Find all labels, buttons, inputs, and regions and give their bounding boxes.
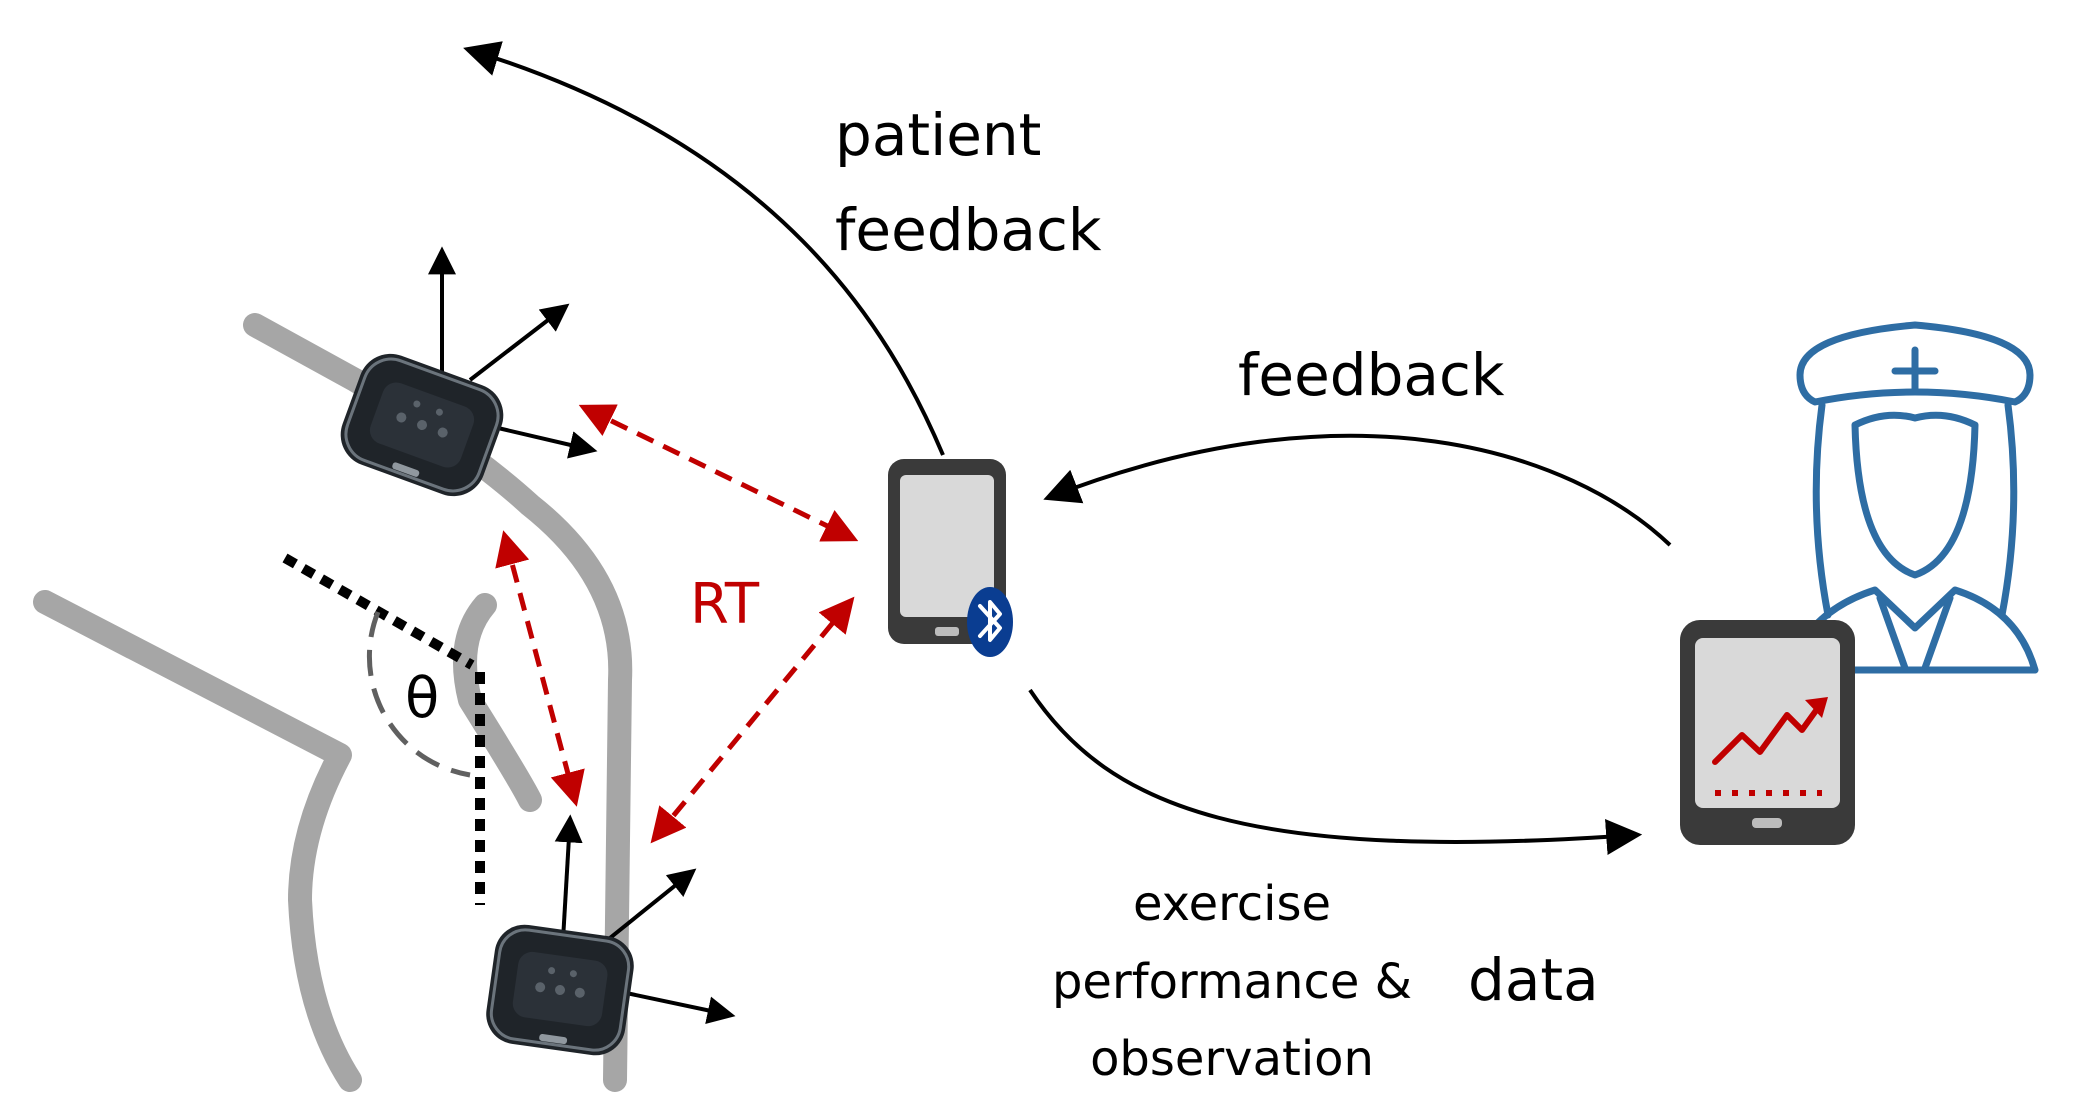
angle-line-forearm [282, 553, 475, 670]
data-label: data [1468, 946, 1599, 1014]
nurse-face [1851, 411, 1979, 579]
patient-feedback-arrow [463, 41, 945, 456]
upper-arm-inner [453, 593, 542, 812]
bluetooth-icon [967, 587, 1013, 657]
rt-link-upper-phone [578, 404, 859, 542]
forearm-top [33, 590, 362, 1092]
imu-sensor-icon [340, 353, 504, 497]
nurse-hair-left [1812, 401, 1832, 619]
angle-reference: θ [282, 553, 485, 905]
theta-label: θ [405, 666, 439, 731]
patient-feedback-label-line2: feedback [835, 196, 1102, 264]
tablet-icon [1680, 620, 1855, 845]
feedback-arrow [1043, 433, 1672, 547]
feedback-label: feedback [1238, 341, 1505, 409]
rt-link-lower-phone [650, 596, 855, 844]
patient-feedback-label-line1: patient [835, 101, 1041, 169]
data-arrow [1028, 688, 1643, 855]
imu-sensor-icon [486, 924, 634, 1056]
smartphone-icon [888, 459, 1013, 657]
trend-chart-icon [1712, 697, 1828, 796]
rt-links [495, 404, 859, 844]
rt-label: RT [690, 572, 760, 637]
rt-link-upper-lower [495, 530, 585, 807]
lower-sensor [486, 814, 736, 1056]
exercise-label-line1: exercise [1133, 876, 1331, 932]
exercise-label-line2: performance & [1052, 954, 1412, 1010]
upper-sensor [340, 246, 598, 497]
nurse-hair-right [1998, 401, 2018, 619]
nurse-icon [1786, 321, 2039, 674]
flow-arrows [463, 41, 1672, 855]
nurse-cap [1796, 321, 2034, 406]
exercise-label-line3: observation [1090, 1031, 1374, 1087]
